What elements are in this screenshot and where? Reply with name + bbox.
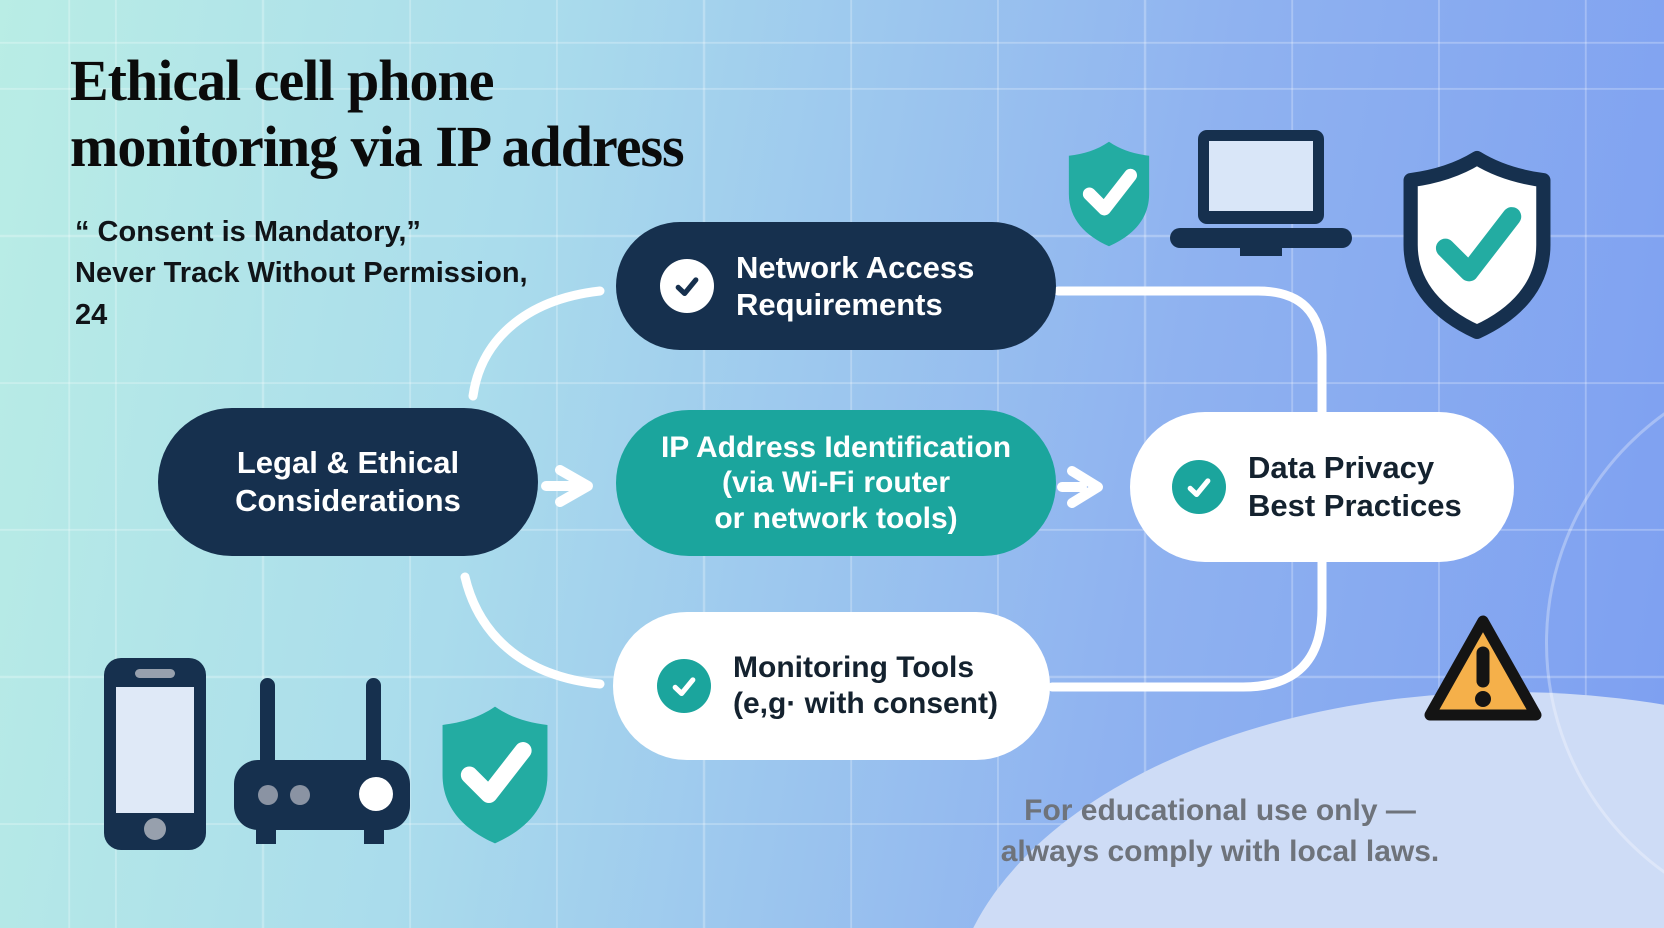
quote-line-2: Never Track Without Permission,: [75, 257, 528, 290]
check-circle-icon: [657, 659, 711, 713]
node-privacy-line-2: Best Practices: [1248, 488, 1462, 523]
node-privacy-label: Data Privacy Best Practices: [1248, 449, 1462, 525]
check-circle-icon: [1172, 460, 1226, 514]
large-shield-check-icon: [1403, 150, 1551, 340]
node-legal-label: Legal & Ethical Considerations: [235, 444, 461, 520]
node-ip-line-3: or network tools): [714, 501, 958, 535]
check-icon: [1187, 478, 1211, 498]
footer-line-1: For educational use only —: [1024, 794, 1416, 827]
smartphone-icon: [104, 658, 206, 850]
node-monitoring-line-2: (e,g· with consent): [733, 687, 998, 720]
node-ip-label: IP Address Identification (via Wi-Fi rou…: [661, 430, 1011, 535]
consent-quote: “ Consent is Mandatory,” Never Track Wit…: [75, 212, 528, 336]
check-icon: [672, 677, 696, 697]
arrow-legal-ip-icon: [541, 465, 593, 507]
node-ip-line-1: IP Address Identification: [660, 431, 1012, 465]
title-line-2: monitoring via IP address: [70, 114, 685, 180]
footer-disclaimer: For educational use only — always comply…: [930, 790, 1510, 872]
node-monitoring-line-1: Monitoring Tools: [733, 651, 975, 684]
check-circle-icon: [660, 259, 714, 313]
shield-check-icon: [442, 706, 548, 844]
node-data-privacy: Data Privacy Best Practices: [1130, 412, 1514, 562]
shield-check-icon: [1068, 141, 1150, 247]
node-network-line-2: Requirements: [736, 287, 943, 322]
node-legal-line-1: Legal & Ethical: [236, 445, 460, 481]
node-privacy-line-1: Data Privacy: [1248, 450, 1435, 486]
node-legal-ethical: Legal & Ethical Considerations: [158, 408, 538, 556]
router-icon: [234, 678, 410, 844]
node-monitoring-label: Monitoring Tools (e,g· with consent): [733, 650, 998, 722]
node-network-access: Network Access Requirements: [616, 222, 1056, 350]
footer-line-2: always comply with local laws.: [1000, 835, 1440, 869]
quote-line-3: 24: [75, 298, 108, 331]
node-network-line-1: Network Access: [736, 249, 975, 285]
connector-monitoring-privacy: [1047, 555, 1327, 692]
laptop-icon: [1170, 130, 1352, 256]
arrow-ip-privacy-icon: [1057, 466, 1103, 508]
check-icon: [675, 277, 699, 297]
quote-line-1: “ Consent is Mandatory,”: [75, 216, 421, 248]
connector-network-privacy: [1053, 286, 1327, 419]
node-monitoring-tools: Monitoring Tools (e,g· with consent): [613, 612, 1050, 760]
title-line-1: Ethical cell phone: [70, 48, 494, 113]
node-legal-line-2: Considerations: [235, 483, 461, 518]
node-network-label: Network Access Requirements: [736, 249, 974, 323]
connector-legal-network: [468, 286, 605, 401]
node-ip-line-2: (via Wi-Fi router: [721, 466, 951, 500]
page-title: Ethical cell phone monitoring via IP add…: [70, 48, 685, 180]
node-ip-identification: IP Address Identification (via Wi-Fi rou…: [616, 410, 1056, 556]
connector-legal-monitoring: [460, 572, 605, 689]
warning-triangle-icon: [1424, 615, 1542, 721]
